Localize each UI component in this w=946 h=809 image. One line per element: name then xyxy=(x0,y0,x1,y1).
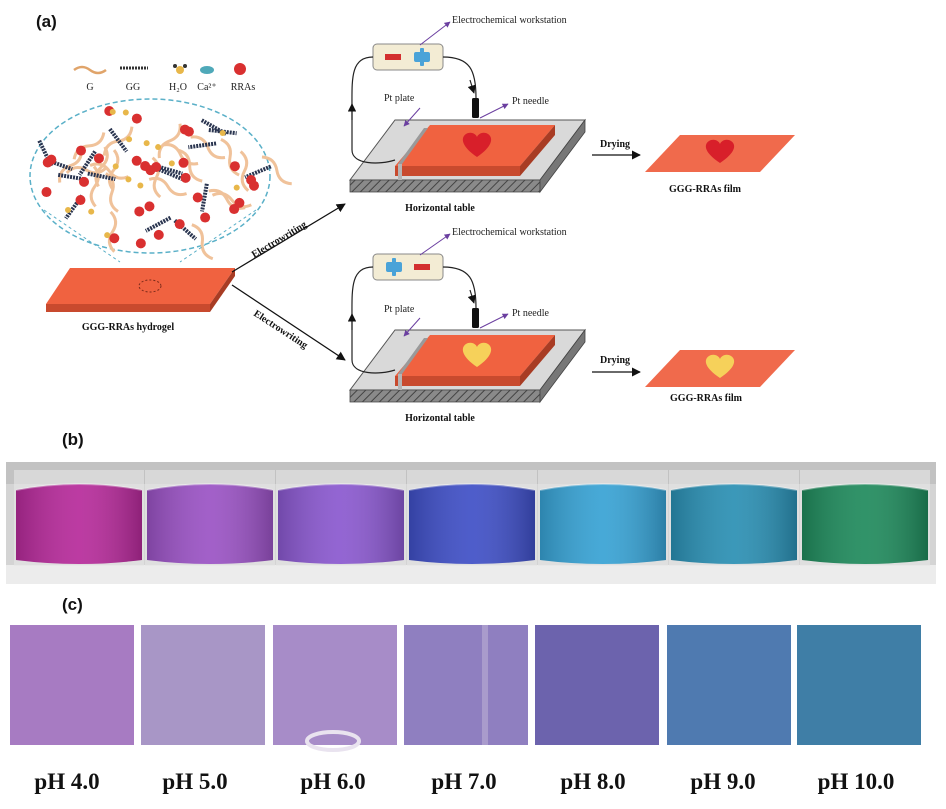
vial xyxy=(145,470,275,566)
electrowriting-arrow-top xyxy=(231,203,346,273)
film-top xyxy=(645,135,795,172)
film-swatch xyxy=(404,625,528,745)
electrowriting-label-top: Electrowriting xyxy=(250,219,309,260)
film-swatch xyxy=(667,625,791,745)
hydrogel-network-zoom xyxy=(29,98,292,261)
legend-water-icon xyxy=(173,64,187,74)
vial xyxy=(800,470,930,566)
workstation-label-bottom: Electrochemical workstation xyxy=(452,227,567,238)
vial xyxy=(407,470,537,566)
vial xyxy=(669,470,799,566)
pt-plate-label-bottom: Pt plate xyxy=(384,304,415,315)
drying-label-top: Drying xyxy=(600,139,630,150)
pt-needle-label-bottom: Pt needle xyxy=(512,308,549,319)
film-ph-label: pH 4.0 xyxy=(34,769,99,794)
film-ph-label: pH 8.0 xyxy=(560,769,625,794)
film-ph-label: pH 5.0 xyxy=(162,769,227,794)
electrowriting-arrow-bottom xyxy=(231,284,346,361)
table-label-bottom: Horizontal table xyxy=(405,413,475,424)
film-swatch xyxy=(10,625,134,745)
film-swatch xyxy=(535,625,659,745)
hydrogel-label: GGG-RRAs hydrogel xyxy=(82,322,175,333)
vial xyxy=(14,470,144,566)
film-ph-label: pH 10.0 xyxy=(818,769,895,794)
pt-needle-label-top: Pt needle xyxy=(512,96,549,107)
panel-label-b: (b) xyxy=(62,430,84,449)
films-row: pH 4.0 pH 5.0 pH 6.0 pH 7.0 pH 8.0 pH 9.0 pH 1… xyxy=(10,625,921,794)
legend-label-g: G xyxy=(86,82,93,93)
film-swatch xyxy=(273,625,397,745)
network-particles xyxy=(37,106,292,261)
film-ph-label: pH 9.0 xyxy=(690,769,755,794)
legend-g-icon xyxy=(73,65,107,75)
legend: G GG H₂O Ca²⁺ RRAs xyxy=(73,63,256,93)
film-ph-label: pH 6.0 xyxy=(300,769,365,794)
table-label-top: Horizontal table xyxy=(405,203,475,214)
setup-bottom xyxy=(347,233,586,404)
workstation-label-top: Electrochemical workstation xyxy=(452,15,567,26)
film-label-top: GGG-RRAs film xyxy=(669,184,742,195)
legend-label-water: H₂O xyxy=(169,82,187,93)
panel-label-c: (c) xyxy=(62,595,83,614)
legend-label-gg: GG xyxy=(126,82,140,93)
vials-row xyxy=(14,470,930,566)
film-ph-label: pH 7.0 xyxy=(431,769,496,794)
film-label-bottom: GGG-RRAs film xyxy=(670,393,743,404)
film-bottom xyxy=(645,350,795,387)
legend-label-rras: RRAs xyxy=(231,82,256,93)
film-swatch xyxy=(141,625,265,745)
legend-rras-icon xyxy=(234,63,246,75)
pt-plate-label-top: Pt plate xyxy=(384,93,415,104)
legend-label-calcium: Ca²⁺ xyxy=(197,82,216,93)
panel-label-a: (a) xyxy=(36,12,57,31)
electrowriting-label-bottom: Electrowriting xyxy=(251,308,309,351)
vial xyxy=(276,470,406,566)
film-swatch xyxy=(797,625,921,745)
setup-top xyxy=(347,21,586,194)
legend-calcium-icon xyxy=(200,66,214,74)
drying-label-bottom: Drying xyxy=(600,355,630,366)
hydrogel-slab xyxy=(46,268,235,312)
vial xyxy=(538,470,668,566)
